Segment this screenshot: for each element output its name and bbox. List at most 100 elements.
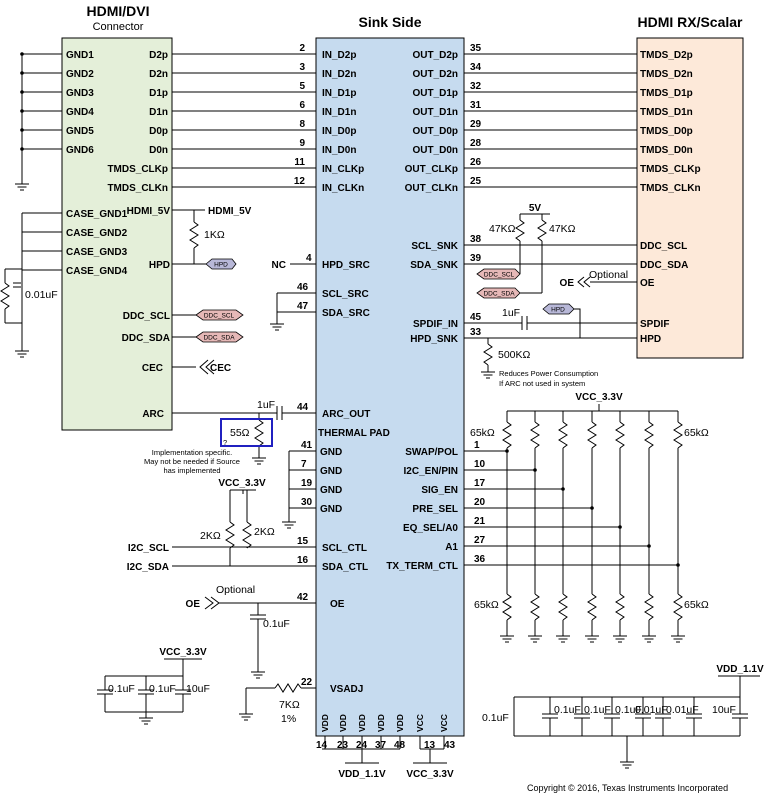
oe-left-net: OE: [186, 599, 201, 610]
sink-gnd-pin-label: GND: [320, 447, 342, 458]
oe-pin: OE: [330, 599, 345, 610]
rx-tmds-pin-label: TMDS_D1n: [640, 107, 693, 118]
r2k-right: [242, 521, 252, 549]
scl-ctl-num: 15: [297, 536, 309, 547]
spdif-in-pin: SPDIF_IN: [413, 319, 458, 330]
config-network: 1SWAP/POL10I2C_EN/PIN17SIG_EN20PRE_SEL21…: [386, 411, 685, 643]
cfg-pin-label: EQ_SEL/A0: [403, 523, 458, 534]
cfg-pulldown-resistor: [587, 593, 597, 621]
cfg-pullup-resistor: [587, 421, 597, 449]
cfg-pullup-resistor: [673, 421, 683, 449]
cfg-pulldown-resistor: [644, 593, 654, 621]
hdmi-hpd-net-tag: [205, 258, 237, 270]
ground-symbol: [270, 323, 284, 331]
oe-right-net: OE: [560, 278, 575, 289]
hdmi-subtitle: Connector: [93, 21, 144, 33]
r65k-tr-value: 65kΩ: [684, 427, 709, 439]
sink-title: Sink Side: [358, 14, 421, 30]
r47k-right: [537, 219, 547, 242]
sink-in-pin-number: 8: [299, 119, 305, 130]
sink-out-pin-number: 26: [470, 157, 482, 168]
sda-ctl-num: 16: [297, 555, 309, 566]
r2k-left: [225, 521, 235, 549]
copyright: Copyright © 2016, Texas Instruments Inco…: [527, 783, 728, 793]
rx-tmds-pin-label: TMDS_D0p: [640, 126, 693, 137]
r2k-left-value: 2KΩ: [200, 530, 221, 542]
ground-symbol: [15, 350, 29, 358]
sink-gnd-pin-number: 30: [301, 497, 313, 508]
vsadj-pin: VSADJ: [330, 684, 363, 695]
hdmi-case-pin-label: CASE_GND1: [66, 209, 128, 220]
vdd-decoup-cap-value: 0.1uF: [584, 704, 611, 716]
cfg-pulldown-resistor: [615, 593, 625, 621]
sink-in-pin-number: 9: [299, 138, 305, 149]
cfg-pin-number: 36: [474, 554, 486, 565]
r65k-bl-value: 65kΩ: [474, 599, 499, 611]
ground-symbol: [282, 521, 296, 529]
case-cap-value: 0.01uF: [25, 289, 58, 301]
r500k-value: 500KΩ: [498, 349, 531, 361]
ground-symbol: [500, 635, 514, 643]
hdmi-signal-pin-label: D0p: [149, 126, 168, 137]
scl-snk-pin: SCL_SNK: [411, 241, 458, 252]
snk-hpd-tag-label: HPD: [551, 307, 565, 314]
spdif-cap-value: 1uF: [502, 307, 520, 319]
rx-tmds-pin-label: TMDS_D0n: [640, 145, 693, 156]
cfg-pin-number: 10: [474, 459, 486, 470]
junction-dot: [533, 468, 537, 472]
hdmi-5v-pin: HDMI_5V: [127, 206, 171, 217]
sink-in-pin-number: 12: [294, 176, 306, 187]
sink-in-pin-number: 5: [299, 81, 305, 92]
rx-title: HDMI RX/Scalar: [637, 14, 743, 30]
sink-out-pin-label: OUT_D2p: [412, 50, 458, 61]
thermal-pad-pin: THERMAL PAD: [318, 428, 390, 439]
hdmi-connector-block: [61, 37, 173, 431]
vdd-pin-label: VDD: [395, 714, 405, 732]
sda-snk-pin: SDA_SNK: [410, 260, 459, 271]
snk-ddc-scl-tag-label: DDC_SCL: [484, 272, 515, 279]
vdd-pin-label: VDD: [376, 714, 386, 732]
hdmi-signal-pin-label: D1p: [149, 88, 168, 99]
sda-snk-num: 39: [470, 253, 482, 264]
hdmi-5v-net: HDMI_5V: [208, 206, 252, 217]
hdmi-ddc-sda-tag-label: DDC_SDA: [203, 335, 235, 342]
hdmi-gnd-pin-label: GND4: [66, 107, 94, 118]
hdmi-ddc-sda-pin: DDC_SDA: [122, 333, 170, 344]
rx-tmds-pin-label: TMDS_CLKp: [640, 164, 701, 175]
cfg-pin-label: I2C_EN/PIN: [404, 466, 458, 477]
hdmi-signal-pin-label: D2n: [149, 69, 168, 80]
r47k-left: [515, 219, 525, 242]
i2c-scl-net: I2C_SCL: [128, 543, 169, 554]
rx-oe-pin: OE: [640, 278, 655, 289]
vcc-pin-number: 43: [444, 740, 456, 751]
r55-value: 55Ω: [230, 427, 250, 439]
vdd-decoup-cap-value: 0.01uF: [666, 704, 699, 716]
hdmi-arc-pin: ARC: [142, 409, 164, 420]
r55-note-1: Implementation specific.: [152, 448, 232, 457]
vdd-decoup-cap-value: 0.1uF: [615, 704, 642, 716]
r7k-tolerance: 1%: [281, 713, 296, 725]
hdmi-ddc-scl-tag-label: DDC_SCL: [204, 313, 235, 320]
ground-symbol: [671, 635, 685, 643]
ground-symbol: [251, 671, 265, 679]
ground-symbol: [252, 457, 266, 465]
r65k-tl-value: 65kΩ: [470, 427, 495, 439]
vcc-net: VCC_3.3V: [406, 769, 454, 780]
cfg-pin-label: SIG_EN: [421, 485, 458, 496]
cfg-pin-number: 27: [474, 535, 486, 546]
sink-in-pin-label: IN_D2n: [322, 69, 356, 80]
junction-dot: [647, 544, 651, 548]
r7k-resistor: [274, 683, 302, 693]
scl-ctl-pin: SCL_CTL: [322, 543, 367, 554]
vdd-decoup-cap-value: 10uF: [712, 704, 736, 716]
vdd-decoup-cap-value: 0.01uF: [635, 704, 668, 716]
vcc-pin-number: 13: [424, 740, 436, 751]
vdd-decoup-net: VDD_1.1V: [716, 664, 764, 675]
sink-out-pin-number: 29: [470, 119, 482, 130]
ground-symbol: [528, 635, 542, 643]
